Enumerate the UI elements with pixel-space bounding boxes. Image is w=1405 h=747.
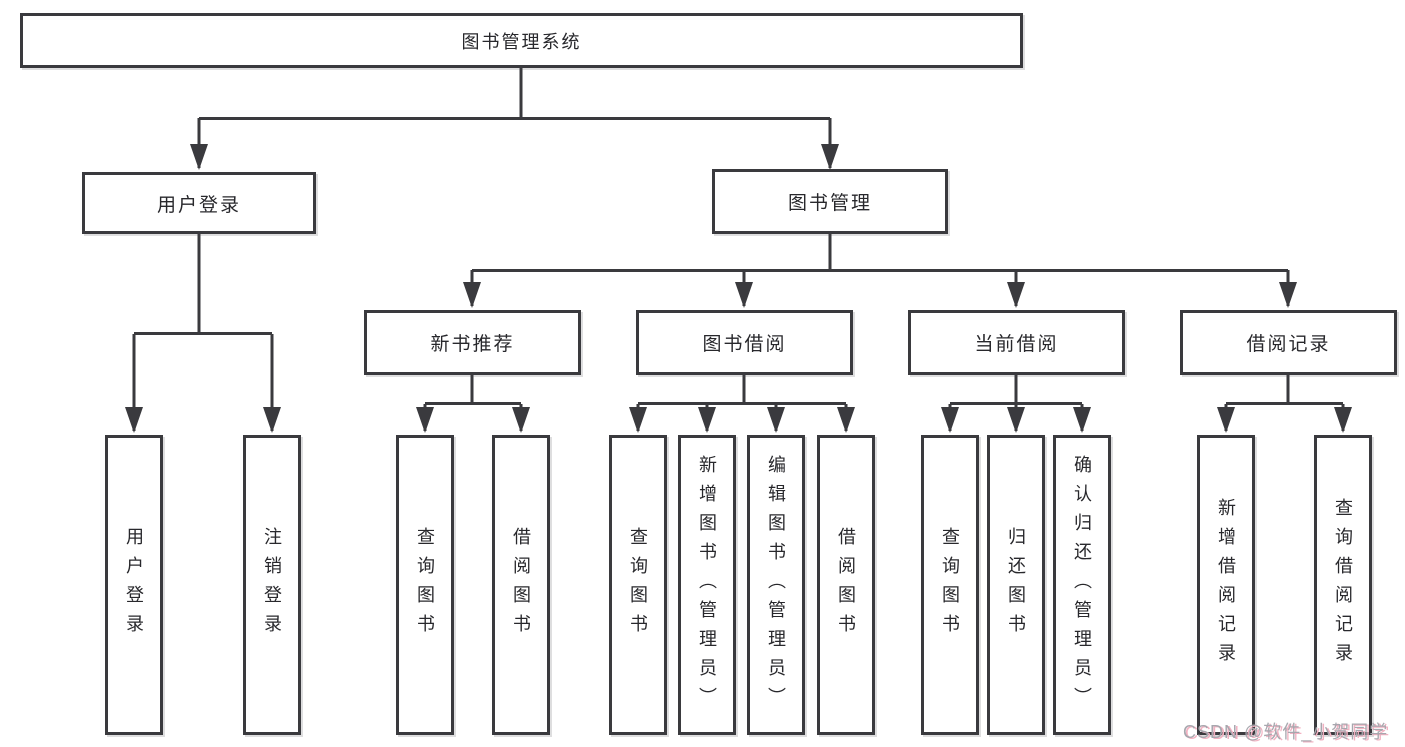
leaf-records-add-record: 新增借阅记录	[1197, 435, 1255, 735]
node-label: 当前借阅	[974, 334, 1059, 355]
leaf-current-confirm-return-admin: 确认归还（管理员）	[1053, 435, 1111, 735]
leaf-recommend-borrow-books: 借阅图书	[492, 435, 550, 735]
node-user-login: 用户登录	[82, 172, 316, 234]
node-current-borrow: 当前借阅	[908, 310, 1125, 375]
leaf-current-return-books: 归还图书	[987, 435, 1045, 735]
leaf-current-query-books: 查询图书	[921, 435, 979, 735]
node-label: 图书管理系统	[461, 31, 582, 52]
node-new-book-recommend: 新书推荐	[364, 310, 581, 375]
leaf-borrow-borrow-books: 借阅图书	[817, 435, 875, 735]
leaf-user-login: 用户登录	[105, 435, 163, 735]
node-borrow-records: 借阅记录	[1180, 310, 1397, 375]
node-label: 查询图书	[940, 527, 960, 643]
node-label: 注销登录	[262, 527, 282, 643]
leaf-borrow-edit-books-admin: 编辑图书（管理员）	[747, 435, 805, 735]
node-label: 编辑图书（管理员）	[766, 454, 786, 716]
node-label: 新书推荐	[430, 334, 515, 355]
node-label: 查询图书	[628, 527, 648, 643]
node-book-borrow: 图书借阅	[636, 310, 853, 375]
leaf-borrow-query-books: 查询图书	[609, 435, 667, 735]
node-label: 确认归还（管理员）	[1072, 454, 1092, 716]
node-label: 归还图书	[1006, 527, 1026, 643]
node-label: 查询借阅记录	[1333, 498, 1353, 672]
node-book-management: 图书管理	[712, 169, 948, 234]
leaf-logout-login: 注销登录	[243, 435, 301, 735]
node-label: 新增借阅记录	[1216, 498, 1236, 672]
node-label: 借阅图书	[836, 527, 856, 643]
node-label: 图书管理	[787, 193, 872, 214]
csdn-watermark: CSDN @软件_小贺同学	[1183, 722, 1389, 742]
node-label: 查询图书	[415, 527, 435, 643]
node-root-system: 图书管理系统	[20, 13, 1023, 68]
node-label: 借阅图书	[511, 527, 531, 643]
node-label: 借阅记录	[1246, 334, 1331, 355]
node-label: 新增图书（管理员）	[697, 454, 717, 716]
leaf-records-query-record: 查询借阅记录	[1314, 435, 1372, 735]
node-label: 用户登录	[156, 194, 241, 216]
node-label: 图书借阅	[702, 334, 787, 355]
leaf-recommend-query-books: 查询图书	[396, 435, 454, 735]
leaf-borrow-add-books-admin: 新增图书（管理员）	[678, 435, 736, 735]
node-label: 用户登录	[124, 527, 144, 643]
